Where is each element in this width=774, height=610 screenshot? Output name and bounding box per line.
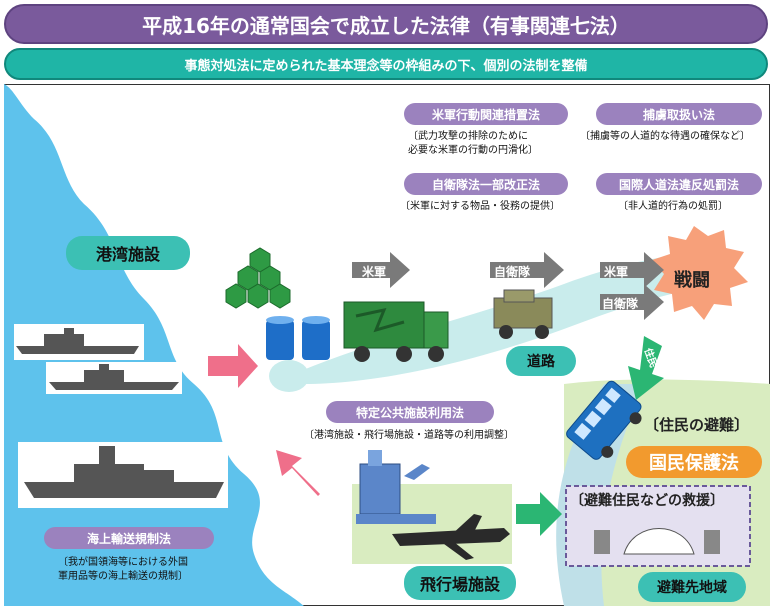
place-airport-text: 飛行場施設 xyxy=(419,575,500,594)
airport-building xyxy=(356,450,436,524)
subtitle-banner: 事態対処法に定められた基本理念等の枠組みの下、個別の法制を整備 xyxy=(4,48,768,80)
law-usf-note: 〔武力攻撃の排除のために 必要な米軍の行動の円滑化〕 xyxy=(408,130,538,158)
rescue-label: 〔避難住民などの救援〕 xyxy=(570,493,724,509)
arrow-pink-port xyxy=(208,344,258,388)
combat-label: 戦闘 xyxy=(674,270,710,291)
law-maritime-note-2: 軍用品等の海上輸送の規制〕 xyxy=(58,571,188,582)
law-ihl-name: 国際人道法違反処罰法 xyxy=(618,177,739,192)
arrow-sdf-2 xyxy=(600,284,664,320)
arrow-usf-2 xyxy=(600,252,664,288)
shelter-illustration xyxy=(594,528,720,555)
place-road-label: 道路 xyxy=(506,346,576,376)
law-sdf-note-1: 〔米軍に対する物品・役務の提供〕 xyxy=(400,201,560,212)
law-sdf-name: 自衛隊法一部改正法 xyxy=(431,177,540,192)
law-maritime-pill: 海上輸送規制法 xyxy=(44,527,214,549)
ship-2 xyxy=(46,362,182,394)
law-maritime-note-1: 〔我が国領海等における外国 xyxy=(58,557,188,568)
arrow-usf-1 xyxy=(352,252,410,288)
illustration-layer xyxy=(4,84,770,606)
place-evac-text: 避難先地域 xyxy=(657,580,727,596)
law-civil-pill: 国民保護法 xyxy=(626,446,762,478)
munitions-stack xyxy=(225,247,291,309)
arrow-sdf-1-label: 自衛隊 xyxy=(494,265,531,279)
ship-1 xyxy=(14,324,144,360)
place-road-text: 道路 xyxy=(527,354,555,370)
arrow-green-residents xyxy=(628,336,664,400)
place-port-text: 港湾施設 xyxy=(95,245,160,264)
arrow-sdf-2-label: 自衛隊 xyxy=(602,297,639,311)
place-port-label: 港湾施設 xyxy=(66,236,190,270)
fuel-barrels xyxy=(266,316,330,360)
law-maritime-note: 〔我が国領海等における外国 軍用品等の海上輸送の規制〕 xyxy=(58,556,188,584)
small-plane xyxy=(404,464,430,480)
military-jeep xyxy=(493,289,553,339)
road-band xyxy=(272,254,694,384)
law-pow-pill: 捕虜取扱い法 xyxy=(596,103,762,125)
combat-burst xyxy=(652,226,748,320)
airplane xyxy=(392,514,510,560)
evacuation-bus xyxy=(566,380,642,460)
place-evac-label: 避難先地域 xyxy=(638,572,746,602)
arrow-sdf-1 xyxy=(490,252,564,288)
law-pow-name: 捕虜取扱い法 xyxy=(642,107,715,122)
ship-3 xyxy=(18,442,228,508)
law-facilities-pill: 特定公共施設利用法 xyxy=(326,401,494,423)
title-banner: 平成16年の通常国会で成立した法律（有事関連七法） xyxy=(4,4,768,44)
law-pow-note: 〔捕虜等の人道的な待遇の確保など〕 xyxy=(580,130,750,144)
law-maritime-name: 海上輸送規制法 xyxy=(86,531,171,546)
arrow-usf-2-label: 米軍 xyxy=(604,265,629,279)
law-facilities-note-1: 〔港湾施設・飛行場施設・道路等の利用調整〕 xyxy=(304,430,514,441)
arrow-usf-1-label: 米軍 xyxy=(362,265,387,279)
law-usf-name: 米軍行動関連措置法 xyxy=(431,107,540,122)
law-ihl-note-1: 〔非人道的行為の処罰〕 xyxy=(618,201,728,212)
law-sdf-note: 〔米軍に対する物品・役務の提供〕 xyxy=(400,200,560,214)
law-ihl-note: 〔非人道的行為の処罰〕 xyxy=(618,200,728,214)
law-usf-pill: 米軍行動関連措置法 xyxy=(404,103,568,125)
law-pow-note-1: 〔捕虜等の人道的な待遇の確保など〕 xyxy=(580,131,750,142)
page-title: 平成16年の通常国会で成立した法律（有事関連七法） xyxy=(142,13,630,38)
arrow-green-airport xyxy=(516,492,562,536)
law-sdf-pill: 自衛隊法一部改正法 xyxy=(404,173,568,195)
page-subtitle: 事態対処法に定められた基本理念等の枠組みの下、個別の法制を整備 xyxy=(184,58,588,74)
law-civil-name: 国民保護法 xyxy=(649,453,739,474)
law-usf-note-2: 必要な米軍の行動の円滑化〕 xyxy=(408,145,538,156)
law-facilities-name: 特定公共施設利用法 xyxy=(355,405,464,420)
evacuation-label: 〔住民の避難〕 xyxy=(644,416,750,434)
arrow-pink-airport xyxy=(276,450,320,496)
law-ihl-pill: 国際人道法違反処罰法 xyxy=(596,173,762,195)
law-usf-note-1: 〔武力攻撃の排除のために xyxy=(408,131,528,142)
place-airport-label: 飛行場施設 xyxy=(404,566,516,600)
military-truck xyxy=(343,301,449,362)
law-facilities-note: 〔港湾施設・飛行場施設・道路等の利用調整〕 xyxy=(304,429,514,443)
